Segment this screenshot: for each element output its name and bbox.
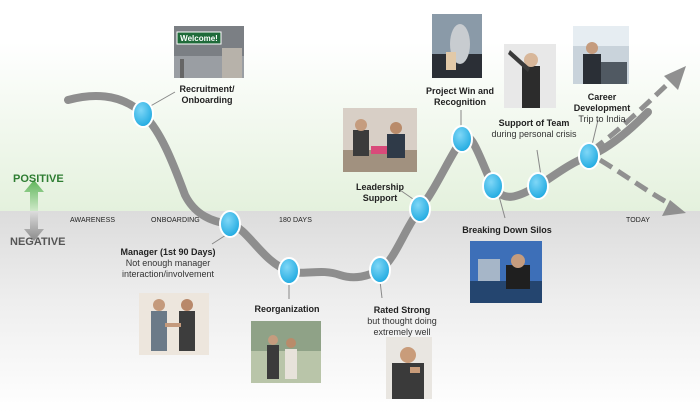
photo-team-support [504,44,556,108]
event-node-manager[interactable] [219,210,241,238]
event-node-career[interactable] [578,142,600,170]
event-title: Career Development [573,92,631,113]
event-label-project-win: Project Win and Recognition [420,86,500,108]
leader-line [211,234,227,245]
event-detail: Not enough manager interaction/involveme… [121,258,215,279]
future-path-down [598,157,672,207]
event-title: Reorganization [254,304,320,314]
timeline-today: TODAY [626,217,650,224]
timeline-180-days: 180 DAYS [279,217,312,224]
event-detail: but thought doing extremely well [367,316,437,337]
event-node-rated-strong[interactable] [369,256,391,284]
welcome-sign-text: Welcome! [180,34,218,43]
negative-label: NEGATIVE [10,236,66,248]
event-label-recruitment: Recruitment/ Onboarding [172,84,242,106]
event-node-reorganization[interactable] [278,257,300,285]
timeline-onboarding: ONBOARDING [151,217,200,224]
photo-career [573,26,629,84]
negative-arrow-icon [24,211,44,241]
leader-line [536,149,542,177]
leader-line [399,189,414,200]
positive-arrow-icon [24,180,44,211]
photo-reorganization [251,321,321,383]
future-path-up [590,78,674,153]
event-label-leadership: Leadership Support [350,182,410,204]
leader-line [146,91,176,109]
future-arrowhead-down [662,200,686,216]
photo-leadership [343,108,417,172]
event-node-silos[interactable] [482,172,504,200]
event-node-leadership[interactable] [409,195,431,223]
leader-line [591,119,599,146]
photo-welcome-sign: Welcome! [174,26,244,78]
photo-trophy [432,14,482,78]
future-arrowhead-up [664,66,686,90]
positive-label: POSITIVE [13,173,64,185]
event-node-recruitment[interactable] [132,100,154,128]
event-detail: Trip to India [578,114,626,124]
photo-rated-strong [386,337,432,399]
event-title: Breaking Down Silos [462,225,552,235]
event-label-reorganization: Reorganization [244,304,330,315]
leader-line [498,195,506,219]
event-label-team-support: Support of Team during personal crisis [490,118,578,140]
event-title: Recruitment/ Onboarding [179,84,235,105]
event-title: Leadership Support [355,182,404,203]
event-label-career: Career Development Trip to India [562,92,642,125]
event-title: Support of Team [498,118,570,128]
event-title: Project Win and Recognition [426,86,494,107]
event-detail: during personal crisis [491,129,577,139]
timeline-awareness: AWARENESS [70,217,116,224]
event-title: Rated Strong [373,305,431,315]
event-title: Manager (1st 90 Days) [120,247,216,257]
photo-handshake [139,293,209,355]
event-node-team-support[interactable] [527,172,549,200]
event-label-rated-strong: Rated Strong but thought doing extremely… [357,305,447,338]
event-label-silos: Breaking Down Silos [452,225,562,236]
event-label-manager: Manager (1st 90 Days) Not enough manager… [108,247,228,280]
photo-silos [470,241,542,303]
negative-zone [0,211,700,413]
event-node-project-win[interactable] [451,125,473,153]
